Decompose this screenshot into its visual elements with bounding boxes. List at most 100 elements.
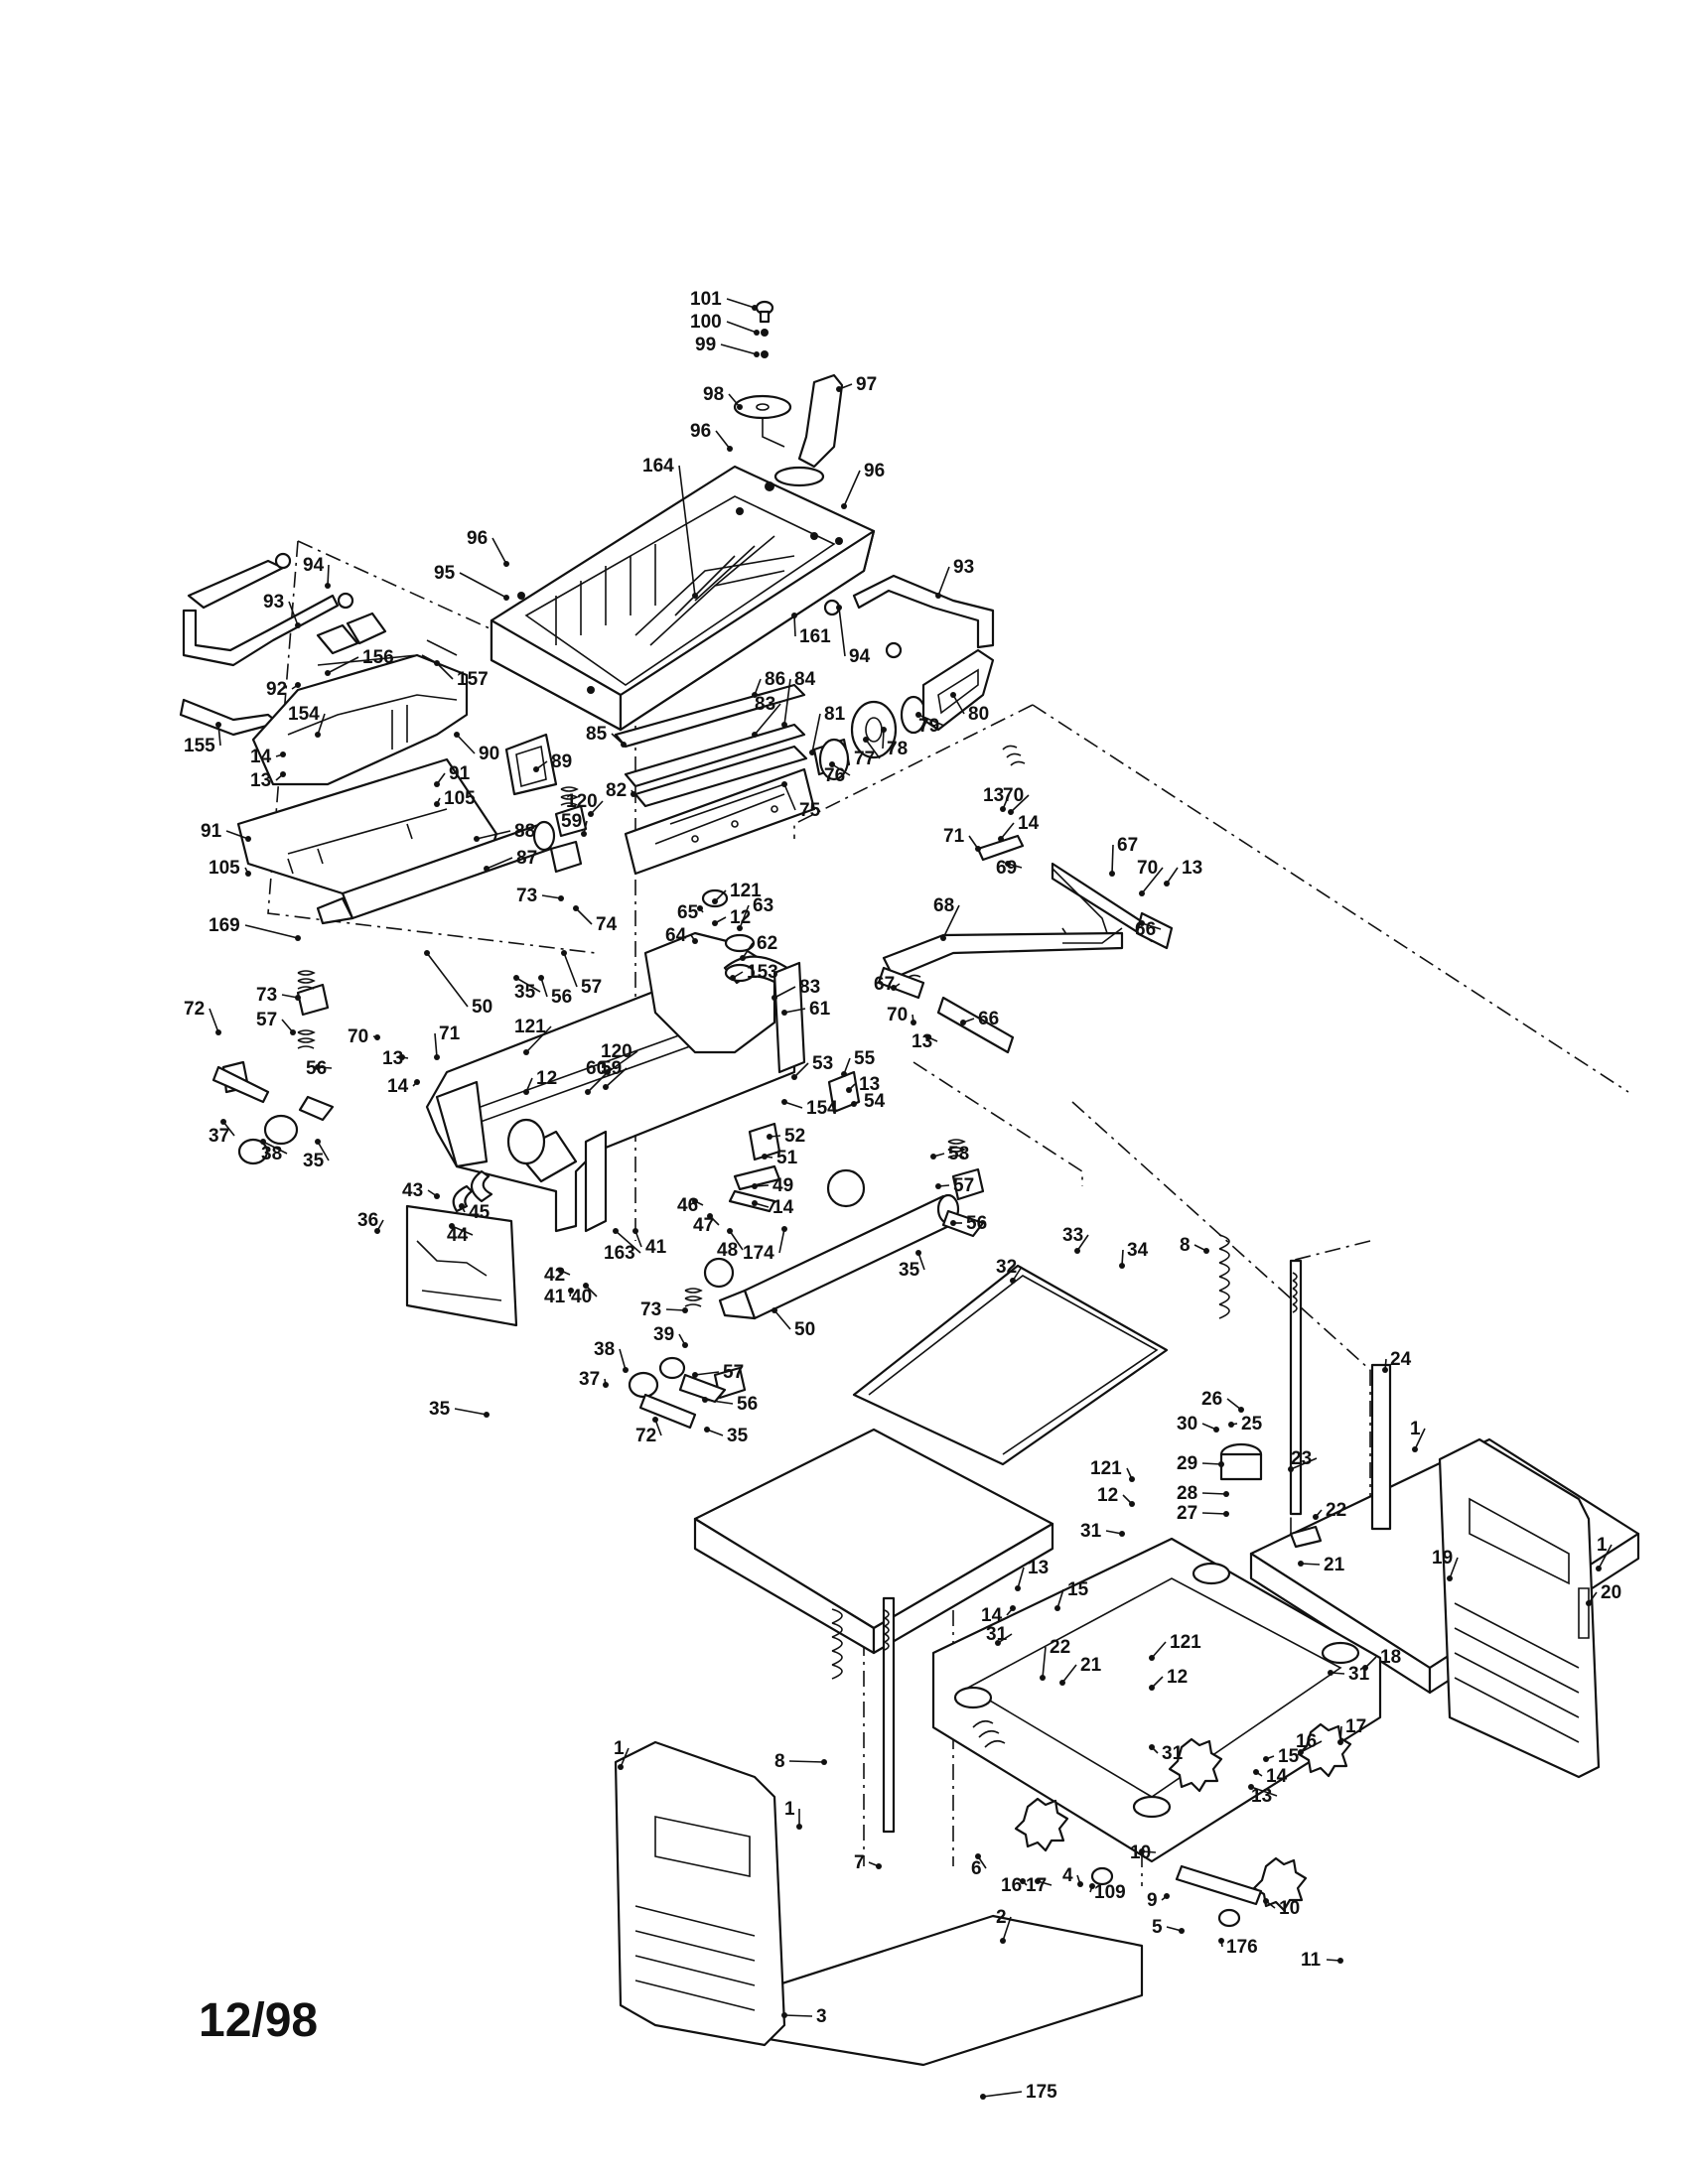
callout-tip-c53 — [791, 1074, 797, 1080]
callout-tip-c93a — [295, 622, 301, 628]
callout-number: 174 — [743, 1243, 774, 1264]
callout-number: 14 — [1266, 1766, 1288, 1787]
callout-leader-c83a — [754, 703, 781, 736]
callout-leader-c56d — [704, 1399, 734, 1405]
callout-tip-c22a — [1313, 1514, 1319, 1520]
callout-tip-c31a — [1119, 1531, 1125, 1537]
callout-tip-c1c — [618, 1764, 624, 1770]
callout-number: 19 — [1432, 1548, 1453, 1569]
callout-leader-c57a — [563, 952, 578, 988]
callout-number: 154 — [288, 704, 320, 725]
callout-number: 66 — [978, 1009, 999, 1029]
callout-tip-c57c — [935, 1183, 941, 1189]
callout-tip-c63 — [737, 925, 743, 931]
callout-tip-c67a — [1109, 871, 1115, 877]
callout-tip-c154b — [781, 1099, 787, 1105]
callout-tip-c3 — [781, 2012, 787, 2018]
callout-tip-c90 — [454, 732, 460, 738]
callout-tip-c83b — [772, 995, 777, 1001]
callout-number: 12 — [536, 1068, 557, 1089]
callout-number: 69 — [996, 858, 1017, 879]
callout-tip-c13e — [1164, 881, 1170, 887]
callout-number: 79 — [918, 716, 939, 737]
callout-number: 17 — [1345, 1716, 1366, 1737]
callout-number: 99 — [695, 335, 716, 355]
callout-tip-c20 — [1586, 1600, 1592, 1606]
callout-number: 70 — [1003, 785, 1024, 806]
callout-leader-c29 — [1201, 1462, 1222, 1465]
callout-number: 16 — [1296, 1731, 1317, 1752]
callout-tip-c5 — [1179, 1928, 1185, 1934]
callout-number: 87 — [516, 848, 537, 869]
callout-leader-c120b — [607, 1050, 638, 1073]
callout-number: 86 — [765, 669, 785, 690]
callout-number: 31 — [986, 1624, 1008, 1645]
callout-tip-c86 — [752, 692, 758, 698]
callout-tip-c4 — [1077, 1881, 1083, 1887]
callout-number: 33 — [1062, 1225, 1083, 1246]
callout-number: 72 — [635, 1426, 656, 1446]
callout-number: 89 — [551, 751, 572, 772]
callout-number: 91 — [201, 821, 222, 842]
callout-number: 88 — [514, 821, 535, 842]
callout-tip-c156 — [325, 670, 331, 676]
callout-number: 63 — [753, 895, 773, 916]
callout-number: 59 — [601, 1058, 622, 1079]
callout-number: 34 — [1127, 1240, 1149, 1261]
callout-tip-c84 — [781, 722, 787, 728]
callout-number: 154 — [806, 1098, 838, 1119]
callout-leader-c156 — [327, 656, 359, 674]
callout-leader-c84 — [783, 678, 791, 726]
callout-tip-c13d — [1000, 806, 1006, 812]
callout-number: 175 — [1026, 2082, 1057, 2103]
callout-tip-c70a — [374, 1034, 380, 1040]
callout-tip-c64 — [692, 938, 698, 944]
callout-leader-c174 — [778, 1228, 785, 1254]
callout-leader-c23 — [1290, 1457, 1318, 1470]
callout-number: 62 — [757, 933, 777, 954]
callout-tip-c27 — [1223, 1511, 1229, 1517]
callout-tip-c72a — [215, 1029, 221, 1035]
callout-tip-c155 — [215, 722, 221, 728]
callout-number: 2 — [996, 1907, 1007, 1928]
callout-number: 50 — [794, 1319, 815, 1340]
callout-tip-c41a — [632, 1228, 638, 1234]
callout-tip-c28 — [1223, 1491, 1229, 1497]
callout-number: 40 — [571, 1287, 592, 1307]
callout-tip-c57d — [692, 1372, 698, 1378]
callout-tip-c176 — [1218, 1938, 1224, 1944]
callout-leader-c101 — [726, 298, 756, 309]
callout-tip-c14f — [1253, 1769, 1259, 1775]
callout-tip-c44 — [449, 1223, 455, 1229]
callout-number: 14 — [1018, 813, 1040, 834]
callout-tip-c1a — [1412, 1446, 1418, 1452]
callout-number: 20 — [1601, 1582, 1621, 1603]
callout-tip-c14c — [752, 1200, 758, 1206]
callout-number: 94 — [303, 555, 325, 576]
callout-number: 47 — [693, 1215, 714, 1236]
callout-tip-c41b — [568, 1288, 574, 1294]
callout-tip-c163 — [613, 1228, 619, 1234]
callout-number: 120 — [566, 791, 598, 812]
callout-tip-c169 — [295, 935, 301, 941]
callout-tip-c12b — [712, 920, 718, 926]
callout-tip-c35a — [513, 975, 519, 981]
callout-number: 64 — [665, 925, 687, 946]
callout-leader-c33 — [1076, 1234, 1089, 1252]
callout-number: 35 — [303, 1151, 325, 1171]
callout-leader-c1b — [1598, 1544, 1613, 1570]
callout-leader-c28 — [1201, 1492, 1227, 1495]
callout-tip-c68 — [940, 935, 946, 941]
bearing-blocks — [211, 804, 985, 1430]
callout-number: 12 — [1097, 1485, 1118, 1506]
callout-tip-c17a — [1337, 1739, 1343, 1745]
callout-number: 51 — [776, 1148, 798, 1168]
callout-tip-c45 — [459, 1203, 465, 1209]
callout-number: 14 — [250, 747, 272, 767]
callout-number: 37 — [579, 1369, 600, 1390]
callout-tip-c47 — [707, 1213, 713, 1219]
callout-tip-c91b — [245, 836, 251, 842]
callout-tip-c7 — [876, 1863, 882, 1869]
callout-number: 59 — [561, 811, 582, 832]
callout-tip-c24 — [1382, 1367, 1388, 1373]
